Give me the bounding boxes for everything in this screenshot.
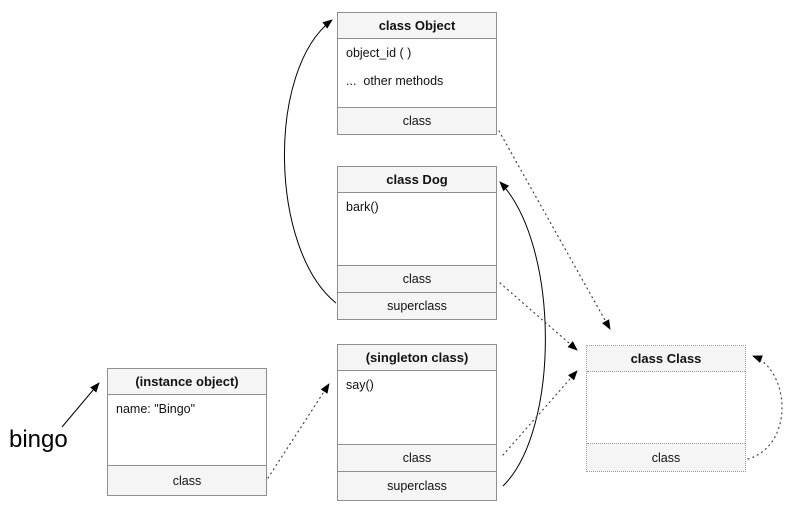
box-class-dog-body: bark() — [338, 193, 496, 265]
box-singleton-class-class-slot: class — [338, 444, 496, 471]
other-methods: ... other methods — [346, 74, 444, 88]
box-class-class-class-slot: class — [587, 443, 745, 471]
edge-instance-class-to-singleton — [267, 383, 330, 479]
box-class-dog-title: class Dog — [338, 167, 496, 193]
box-class-object: class Object object_id ( ) ... other met… — [337, 12, 497, 135]
edge-dog-class-to-class-class — [499, 282, 578, 351]
edge-bingo-to-instance-object — [61, 382, 100, 428]
box-singleton-class-title: (singleton class) — [338, 345, 496, 371]
box-class-object-title: class Object — [338, 13, 496, 39]
box-class-class-body — [587, 372, 745, 443]
box-class-dog-class-slot: class — [338, 265, 496, 292]
edge-singleton-superclass-to-dog — [499, 181, 546, 487]
box-singleton-class-superclass-slot: superclass — [338, 471, 496, 500]
box-class-object-class-slot: class — [338, 107, 496, 134]
box-class-class: class Class class — [586, 345, 746, 472]
box-singleton-class-body: say() — [338, 371, 496, 444]
box-instance-object: (instance object) name: "Bingo" class — [107, 368, 267, 496]
edge-class-class-self-loop — [747, 355, 783, 460]
edge-dog-superclass-to-object — [283, 19, 337, 304]
edge-object-class-to-class-class — [498, 130, 611, 330]
method-say: say() — [346, 378, 374, 392]
box-instance-object-body: name: "Bingo" — [108, 395, 266, 465]
method-object-id: object_id ( ) — [346, 46, 412, 60]
box-class-class-title: class Class — [587, 346, 745, 372]
attr-name-bingo: name: "Bingo" — [116, 402, 196, 416]
bingo-variable-label: bingo — [9, 426, 68, 453]
edge-singleton-class-to-class-class — [502, 370, 578, 456]
box-class-object-body: object_id ( ) ... other methods — [338, 39, 496, 107]
method-bark: bark() — [346, 200, 379, 214]
box-class-dog: class Dog bark() class superclass — [337, 166, 497, 320]
box-instance-object-class-slot: class — [108, 465, 266, 495]
box-singleton-class: (singleton class) say() class superclass — [337, 344, 497, 501]
box-instance-object-title: (instance object) — [108, 369, 266, 395]
box-class-dog-superclass-slot: superclass — [338, 292, 496, 319]
